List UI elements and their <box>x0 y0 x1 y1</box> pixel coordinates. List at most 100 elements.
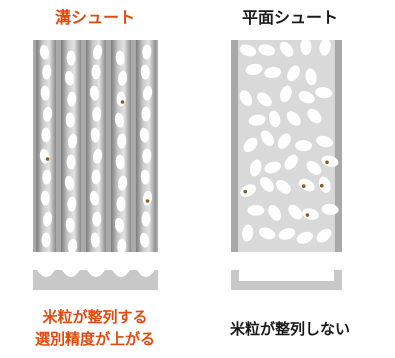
rice-grain <box>40 85 50 101</box>
rice-grain <box>114 217 124 233</box>
rice-grain <box>93 148 103 164</box>
rice-grain <box>284 154 298 170</box>
rice-grain <box>65 217 75 233</box>
rice-grain <box>242 224 254 242</box>
rice-grain <box>143 85 153 101</box>
rice-grain <box>264 161 281 174</box>
rice-grain <box>258 227 276 240</box>
rice-grain <box>93 44 103 60</box>
rice-grain <box>257 92 272 107</box>
groove-cut <box>112 270 130 277</box>
groove-cross-section <box>33 270 158 290</box>
rice-grain <box>139 232 149 248</box>
rice-grain <box>298 91 315 104</box>
rice-grain <box>245 63 263 76</box>
groove-cut <box>37 270 55 277</box>
rice-grain <box>307 108 322 124</box>
rice-grain <box>239 90 253 107</box>
rice-grain <box>42 169 52 185</box>
rice-grain <box>302 208 319 220</box>
rice-grain <box>278 228 296 240</box>
rice-grain <box>243 137 258 153</box>
rice-grain <box>286 111 301 126</box>
rice-grain <box>118 70 128 86</box>
rice-grain <box>40 190 50 206</box>
rice-grain <box>319 38 331 56</box>
rice-grain <box>276 179 291 194</box>
groove-cut <box>87 270 105 277</box>
rice-grain <box>287 65 300 82</box>
rice-grain <box>116 91 126 107</box>
rice-grain <box>90 232 100 248</box>
rice-grain <box>42 64 52 80</box>
rice-grain <box>260 130 274 146</box>
rice-grain <box>142 44 152 60</box>
rice-grain <box>315 87 333 99</box>
rice-grain <box>67 91 77 107</box>
groove-cut <box>62 270 80 277</box>
rice-grain <box>141 106 151 122</box>
defect-spot <box>305 213 310 217</box>
defect-spot <box>45 157 50 161</box>
groove-grains <box>39 44 153 254</box>
rice-grain <box>139 127 149 143</box>
rice-grain <box>68 238 78 254</box>
defect-spot <box>319 183 324 188</box>
rice-grain <box>295 140 313 152</box>
rice-grain <box>247 204 265 216</box>
rice-grain <box>248 114 266 126</box>
defect-spot <box>301 184 306 188</box>
rice-grain <box>92 106 102 122</box>
rice-grain <box>89 190 99 206</box>
rice-grain <box>43 106 53 122</box>
rice-grain <box>116 196 126 212</box>
rice-grain <box>240 184 257 197</box>
rice-grain <box>279 85 292 103</box>
rice-grain <box>91 64 101 80</box>
groove-caption-line2: 選別精度が上がる <box>34 330 155 348</box>
flat-grains <box>239 38 339 244</box>
groove-cut <box>137 270 155 277</box>
rice-grain <box>279 41 294 57</box>
groove-chute-panel <box>33 40 158 254</box>
rice-grain <box>140 169 150 185</box>
rice-grain <box>68 133 78 149</box>
rice-grain <box>118 175 128 191</box>
flat-chute-caption: 米粒が整列しない <box>229 320 350 338</box>
flat-cross-section <box>231 270 342 290</box>
rice-grain <box>64 70 74 86</box>
rice-grain <box>89 85 99 101</box>
rice-grain <box>67 196 77 212</box>
groove-chute-caption: 米粒が整列する 選別精度が上がる <box>20 306 170 350</box>
rice-grain <box>140 64 150 80</box>
rice-grain <box>143 190 153 206</box>
rice-grain <box>115 154 125 170</box>
rice-grain <box>268 205 282 221</box>
defect-spot <box>325 160 329 165</box>
rice-grain <box>306 161 322 175</box>
rice-grain <box>41 232 51 248</box>
rice-grain <box>300 38 312 56</box>
rice-grain <box>239 44 257 57</box>
rice-grain <box>41 127 51 143</box>
rice-grain <box>92 211 102 227</box>
groove-chute-title: 溝シュート <box>54 8 135 27</box>
rice-grain <box>90 127 100 143</box>
rice-grain <box>64 175 74 191</box>
flat-chute-title: 平面シュート <box>241 8 338 27</box>
rice-grain <box>66 50 76 66</box>
rice-grain <box>260 177 274 192</box>
rice-grain <box>249 159 262 177</box>
rice-grain <box>316 228 332 243</box>
rice-grain <box>288 204 303 220</box>
rice-grain <box>305 68 317 86</box>
rice-grain <box>318 176 331 193</box>
rice-grain <box>115 50 125 66</box>
defect-spot <box>243 189 248 194</box>
rice-grain <box>264 66 282 79</box>
rice-grain <box>65 112 75 128</box>
rice-grain <box>117 133 127 149</box>
rice-grain <box>91 169 101 185</box>
rice-grain <box>141 211 151 227</box>
